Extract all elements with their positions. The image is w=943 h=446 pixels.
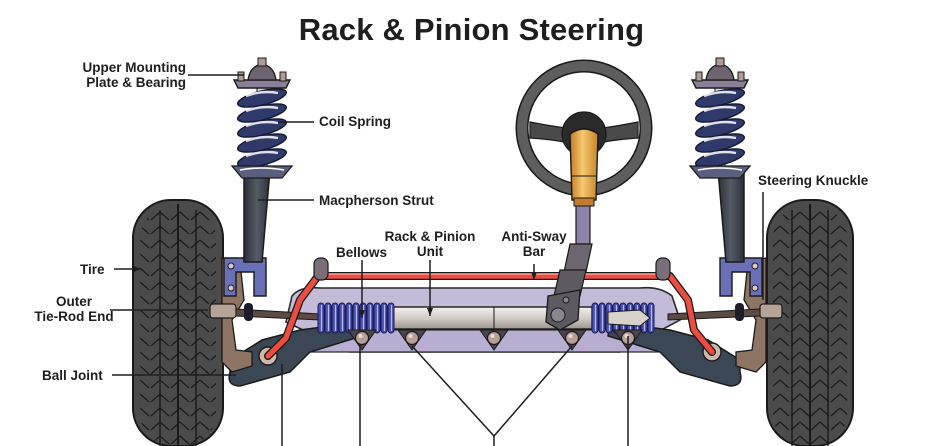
anti-sway-bar	[264, 257, 716, 360]
label-line: Unit	[416, 244, 444, 259]
bolt-shine	[568, 334, 573, 338]
label-steering-knuckle: Steering Knuckle	[758, 173, 869, 188]
label-line: Upper Mounting	[82, 60, 186, 75]
coil-highlight	[703, 150, 737, 158]
right-coil-spring	[688, 85, 752, 179]
label-line: Bar	[522, 244, 546, 259]
bolt-head	[354, 330, 370, 346]
label-line: Rack & Pinion	[384, 229, 476, 244]
right-tire	[766, 199, 854, 446]
steering-column	[569, 128, 599, 207]
left-macpherson-strut	[243, 169, 271, 263]
label-outer-tie-rod-end: Outer Tie-Rod End	[22, 294, 126, 324]
leader-arrows	[134, 266, 537, 318]
leader-mount-bolts	[411, 345, 573, 438]
coil-highlight	[245, 90, 279, 98]
coil-highlight	[245, 135, 279, 143]
inner-tie-rod-end	[607, 309, 651, 327]
label-line: Outer	[55, 294, 92, 309]
bolt-shine	[408, 334, 413, 338]
right-strut-bracket	[719, 257, 763, 297]
label-rack-pinion-unit: Rack & Pinion Unit	[378, 229, 482, 259]
label-line: Tie-Rod End	[34, 309, 114, 324]
coil-highlight	[703, 105, 737, 113]
label-line: Anti-Sway	[501, 229, 567, 244]
coil-highlight	[703, 90, 737, 98]
bolt-shine	[358, 334, 363, 338]
label-tire: Tire	[80, 262, 105, 277]
seat-highlight	[697, 167, 743, 171]
label-anti-sway-bar: Anti-Sway Bar	[494, 229, 574, 259]
left-tire	[132, 199, 224, 446]
leader-lines	[110, 74, 764, 446]
left-upper-mount	[232, 57, 292, 89]
diagram-title: Rack & Pinion Steering	[298, 12, 645, 47]
label-line: Plate & Bearing	[86, 75, 186, 90]
left-tie-rod	[209, 303, 321, 321]
label-macpherson-strut: Macpherson Strut	[319, 193, 434, 208]
bolt-head	[404, 330, 420, 346]
label-upper-mounting-plate: Upper Mounting Plate & Bearing	[62, 60, 186, 90]
label-coil-spring: Coil Spring	[319, 114, 391, 129]
left-bellows	[317, 302, 395, 334]
label-bellows: Bellows	[336, 245, 388, 260]
coil-highlight	[245, 150, 279, 158]
left-coil-spring	[230, 85, 294, 179]
bolt-head	[486, 330, 502, 346]
seat-highlight	[239, 167, 285, 171]
right-upper-mount	[690, 57, 750, 89]
coil-highlight	[245, 105, 279, 113]
bolt-shine	[490, 334, 495, 338]
coil-highlight	[703, 120, 737, 128]
left-strut-bracket	[223, 257, 267, 297]
bolt-head	[564, 330, 580, 346]
label-ball-joint: Ball Joint	[42, 368, 103, 383]
right-macpherson-strut	[717, 169, 745, 263]
mounting-bolts	[347, 329, 643, 351]
coil-highlight	[245, 120, 279, 128]
coil-highlight	[703, 135, 737, 143]
steering-shaft	[545, 199, 593, 331]
